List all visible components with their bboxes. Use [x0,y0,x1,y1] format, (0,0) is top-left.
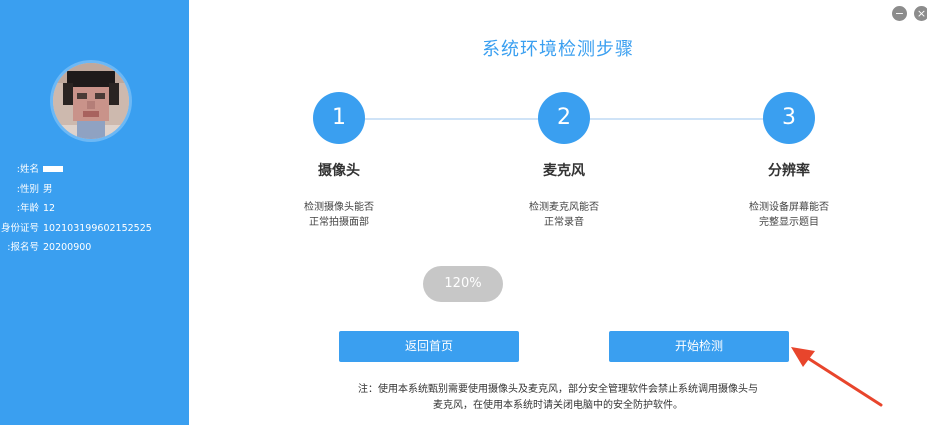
masked-name-bar [43,165,63,172]
age-value: 12 [43,203,56,214]
step-description: 检测设备屏幕能否 完整显示题目 [709,200,869,230]
step-description-line: 正常录音 [544,217,584,228]
notice-text: 注：使用本系统甄别需要使用摄像头及麦克风，部分安全管理软件会禁止系统调用摄像头与… [189,382,927,414]
avatar-image [53,63,129,139]
id-number-value: 102103199602152525 [43,222,152,234]
profile-row-registration: 报名号: 20200900 [0,238,189,258]
step-number-badge: 3 [763,92,815,144]
step-description: 检测麦克风能否 正常录音 [484,200,644,230]
step-number-badge: 2 [538,92,590,144]
step-description-line: 检测设备屏幕能否 [749,202,829,213]
id-number-label: 身份证号: [0,222,39,234]
start-check-button[interactable]: 开始检测 [609,331,789,362]
profile-row-gender: 性别: 男 [0,180,189,200]
step-description-line: 正常拍摄面部 [309,217,369,228]
step-title: 分辨率 [768,163,810,179]
step-description: 检测摄像头能否 正常拍摄面部 [259,200,419,230]
step-description-line: 检测摄像头能否 [304,202,374,213]
notice-line: 麦克风，在使用本系统时请关闭电脑中的安全防护软件。 [433,400,683,411]
profile-row-id: 身份证号: 102103199602152525 [0,219,189,239]
page-title: 系统环境检测步骤 [482,39,634,60]
red-arrow-annotation [791,347,883,407]
notice-line: 注：使用本系统甄别需要使用摄像头及麦克风，部分安全管理软件会禁止系统调用摄像头与 [358,384,758,395]
registration-number-value: 20200900 [43,242,92,253]
progress-indicator: 120% [423,266,503,302]
sidebar: 姓名: 性别: 男 年龄: 12 身份证号: 10210319960215252… [0,0,189,425]
back-home-button[interactable]: 返回首页 [339,331,519,362]
step-title: 摄像头 [318,163,360,179]
minimize-icon[interactable]: − [892,6,907,21]
profile-info: 姓名: 性别: 男 年龄: 12 身份证号: 10210319960215252… [0,160,189,258]
step-number-badge: 1 [313,92,365,144]
name-value [43,160,63,180]
gender-value: 男 [43,183,53,195]
step-camera: 1 摄像头 检测摄像头能否 正常拍摄面部 [259,92,419,230]
step-title: 麦克风 [543,163,585,179]
close-icon[interactable]: × [914,6,927,21]
avatar [53,63,129,139]
step-microphone: 2 麦克风 检测麦克风能否 正常录音 [484,92,644,230]
step-resolution: 3 分辨率 检测设备屏幕能否 完整显示题目 [709,92,869,230]
gender-label: 性别: [16,183,39,195]
profile-row-age: 年龄: 12 [0,199,189,219]
name-label: 姓名: [16,164,39,175]
profile-row-name: 姓名: [0,160,189,180]
avatar-frame [50,60,132,142]
registration-number-label: 报名号: [7,242,39,253]
step-description-line: 完整显示题目 [759,217,819,228]
age-label: 年龄: [16,203,39,214]
step-description-line: 检测麦克风能否 [529,202,599,213]
